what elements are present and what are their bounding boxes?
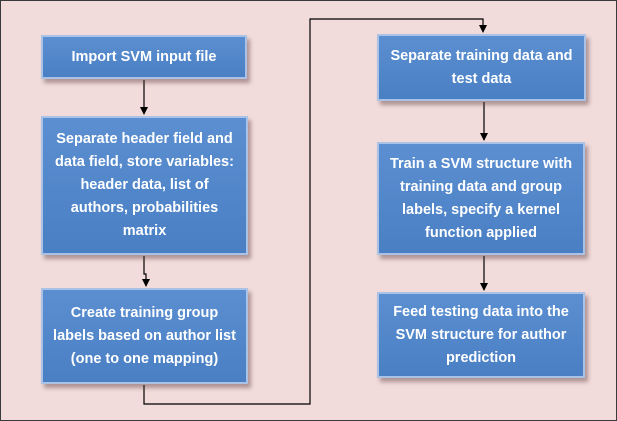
- step-separate-train-test-text: Separate training data and test data: [390, 47, 573, 87]
- step-train-svm-text: Train a SVM structure with training data…: [389, 155, 573, 241]
- step-create-group-labels: Create training group labels based on au…: [41, 288, 248, 384]
- step-separate-train-test: Separate training data and test data: [377, 34, 586, 101]
- step-feed-testing-data: Feed testing data into the SVM structure…: [377, 292, 585, 378]
- arrow-step2-to-step3: [142, 256, 150, 287]
- step-create-group-labels-text: Create training group labels based on au…: [53, 304, 236, 367]
- arrow-step3-to-step4: [143, 18, 487, 405]
- step-import-svm-input: Import SVM input file: [41, 35, 247, 79]
- step-separate-header-data-text: Separate header field and data field, st…: [55, 131, 234, 239]
- step-separate-header-data: Separate header field and data field, st…: [41, 116, 248, 255]
- step-import-svm-input-text: Import SVM input file: [71, 48, 217, 65]
- step-train-svm: Train a SVM structure with training data…: [377, 142, 585, 255]
- step-feed-testing-data-text: Feed testing data into the SVM structure…: [393, 303, 569, 366]
